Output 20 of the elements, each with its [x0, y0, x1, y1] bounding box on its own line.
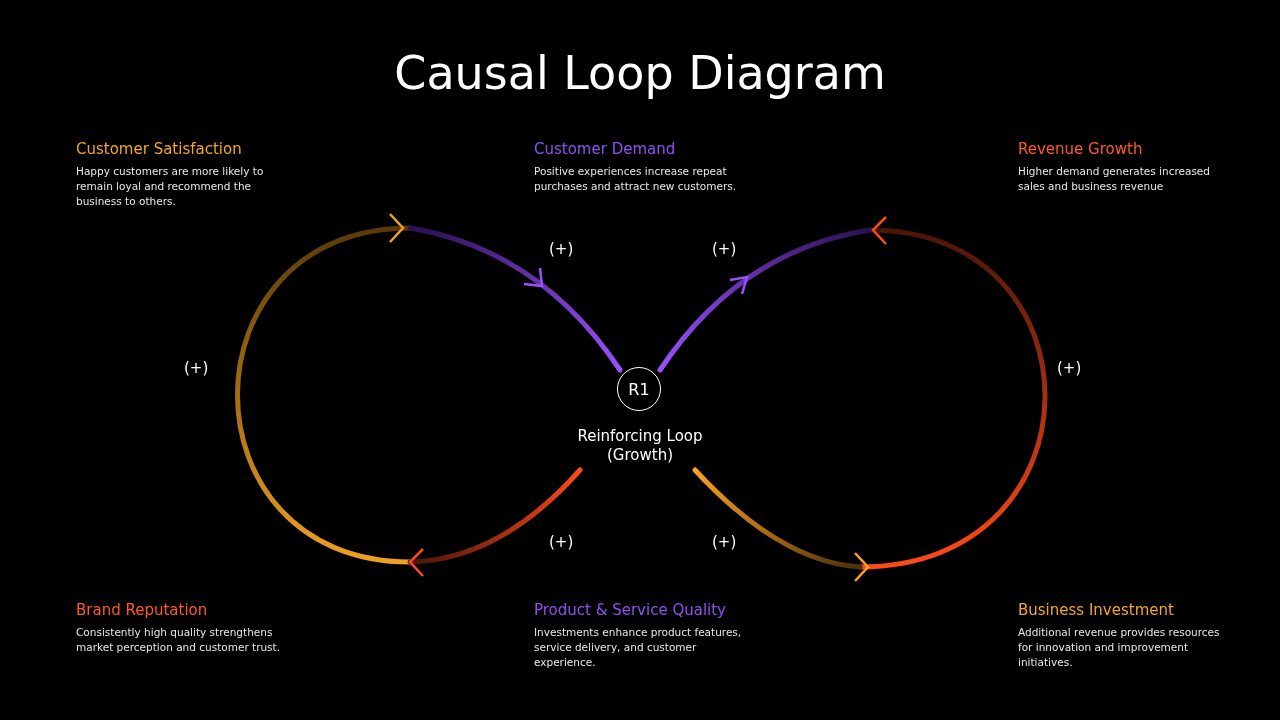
factor-description: Investments enhance product features, service delivery, and customer experience. [534, 625, 743, 670]
polarity-label: (+) [549, 240, 574, 258]
factor-heading: Customer Demand [534, 140, 677, 158]
factor-description: Positive experiences increase repeat purchases and attract new customers. [534, 164, 738, 194]
factor-description: Happy customers are more likely to remain loyal and recommend the business to others. [76, 164, 265, 209]
polarity-label: (+) [712, 533, 737, 551]
factor-description: Additional revenue provides resources for innovation and improvement initiatives. [1018, 625, 1221, 670]
loop-caption: Reinforcing Loop (Growth) [576, 427, 704, 465]
polarity-label: (+) [1057, 359, 1082, 377]
factor-description: Higher demand generates increased sales and business revenue [1018, 164, 1211, 194]
factor-description: Consistently high quality strengthens market perception and customer trust. [76, 625, 282, 655]
polarity-label: (+) [712, 240, 737, 258]
polarity-label: (+) [184, 359, 209, 377]
polarity-label: (+) [549, 533, 574, 551]
factor-heading: Product & Service Quality [534, 601, 727, 619]
factor-heading: Revenue Growth [1018, 140, 1144, 158]
factor-heading: Customer Satisfaction [76, 140, 243, 158]
factor-heading: Business Investment [1018, 601, 1175, 619]
title: Causal Loop Diagram [393, 46, 887, 100]
factor-heading: Brand Reputation [76, 601, 209, 619]
